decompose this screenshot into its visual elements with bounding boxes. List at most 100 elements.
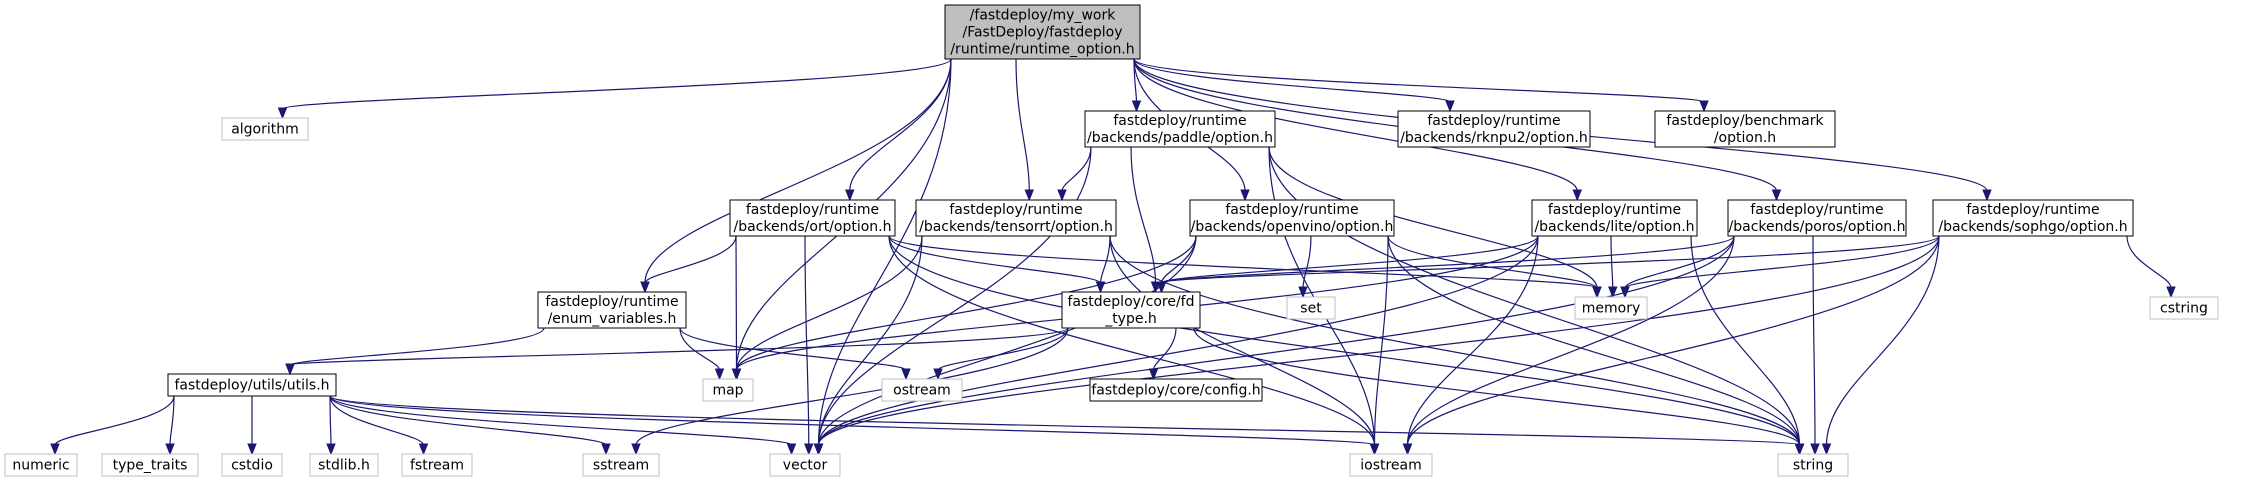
edge-arrowhead <box>1445 100 1455 113</box>
edge-arrowhead <box>50 443 60 456</box>
node-benchmark[interactable]: fastdeploy/benchmark/option.h <box>1654 110 1836 148</box>
node-label: /fastdeploy/my_work <box>970 8 1117 24</box>
node-poros[interactable]: fastdeploy/runtime/backends/poros/option… <box>1727 199 1907 237</box>
node-enum-vars[interactable]: fastdeploy/runtime/enum_variables.h <box>537 291 687 329</box>
edge-arrowhead <box>1024 189 1034 202</box>
node-box <box>4 453 78 477</box>
node-sstream: sstream <box>582 453 660 477</box>
node-box <box>401 453 473 477</box>
node-box <box>1349 453 1433 477</box>
node-root[interactable]: /fastdeploy/my_work/FastDeploy/fastdeplo… <box>944 4 1141 60</box>
node-box <box>1727 199 1907 237</box>
node-box <box>1089 378 1263 402</box>
node-box <box>582 453 660 477</box>
edge-lite-to-vector <box>817 235 1539 446</box>
node-box <box>101 453 199 477</box>
node-set: set <box>1286 296 1336 320</box>
node-label: fastdeploy/core/config.h <box>1091 383 1260 399</box>
node-label: /runtime/runtime_option.h <box>950 42 1134 58</box>
node-fd-type[interactable]: fastdeploy/core/fd_type.h <box>1061 291 1201 329</box>
edge-arrowhead <box>1131 100 1142 113</box>
node-label: fastdeploy/runtime <box>1548 202 1681 218</box>
edge-arrowhead <box>1402 443 1413 456</box>
node-openvino[interactable]: fastdeploy/runtime/backends/openvino/opt… <box>1189 199 1395 237</box>
edge-root-to-ort <box>849 58 952 192</box>
node-numeric: numeric <box>4 453 78 477</box>
edge-arrowhead <box>1057 189 1067 202</box>
edge-fd-type-to-config <box>1152 327 1177 371</box>
node-label: /FastDeploy/fastdeploy <box>962 25 1122 41</box>
edge-utils-to-stdlib <box>329 395 332 446</box>
node-box <box>1574 296 1648 320</box>
edge-enum-vars-to-ostream <box>679 327 907 371</box>
edge-arrowhead <box>1240 189 1250 202</box>
node-sophgo[interactable]: fastdeploy/runtime/backends/sophgo/optio… <box>1932 199 2134 237</box>
node-label: cstring <box>2160 301 2208 317</box>
edge-sophgo-to-memory <box>1624 235 1940 289</box>
node-lite[interactable]: fastdeploy/runtime/backends/lite/option.… <box>1531 199 1698 237</box>
node-label: memory <box>1582 301 1641 317</box>
edge-tensorrt-to-map <box>735 235 923 371</box>
node-cstdio: cstdio <box>221 453 283 477</box>
node-stdlib: stdlib.h <box>309 453 379 477</box>
edge-lite-to-string <box>1690 235 1801 446</box>
node-map: map <box>702 378 754 402</box>
node-algorithm: algorithm <box>221 117 309 141</box>
edge-arrowhead <box>285 363 295 376</box>
edge-root-to-tensorrt <box>1015 58 1030 192</box>
node-label: _type.h <box>1104 311 1157 327</box>
node-iostream: iostream <box>1349 453 1433 477</box>
edge-sophgo-to-iostream <box>1406 235 1940 446</box>
edge-ort-to-iostream <box>888 235 1376 446</box>
node-label: stdlib.h <box>318 458 370 474</box>
node-label: fastdeploy/runtime <box>1225 202 1358 218</box>
edge-openvino-to-set <box>1302 235 1312 289</box>
edge-arrowhead <box>1592 286 1602 299</box>
node-rknpu2[interactable]: fastdeploy/runtime/backends/rknpu2/optio… <box>1397 110 1591 148</box>
node-paddle[interactable]: fastdeploy/runtime/backends/paddle/optio… <box>1084 110 1276 148</box>
edge-root-to-enum-vars <box>644 58 952 284</box>
node-utils[interactable]: fastdeploy/utils/utils.h <box>167 373 337 397</box>
edge-tensorrt-to-fd-type <box>1099 235 1111 284</box>
node-ort[interactable]: fastdeploy/runtime/backends/ort/option.h <box>729 199 896 237</box>
edge-utils-to-vector <box>329 395 793 446</box>
node-box <box>1932 199 2134 237</box>
edge-tensorrt-to-string <box>1109 235 1801 446</box>
edge-arrowhead <box>813 443 824 456</box>
node-label: string <box>1793 458 1833 474</box>
node-tensorrt[interactable]: fastdeploy/runtime/backends/tensorrt/opt… <box>915 199 1117 237</box>
edge-arrowhead <box>1150 281 1161 294</box>
node-box <box>2149 296 2219 320</box>
edge-arrowhead <box>714 368 725 381</box>
edge-openvino-to-fd-type <box>1160 235 1197 284</box>
node-label: type_traits <box>113 458 188 474</box>
node-box <box>1189 199 1395 237</box>
node-label: /enum_variables.h <box>548 311 677 327</box>
edge-lite-to-memory <box>1610 235 1614 289</box>
edge-root-to-benchmark <box>1133 58 1705 103</box>
node-label: fastdeploy/runtime <box>746 202 879 218</box>
edge-arrowhead <box>1148 368 1159 381</box>
node-config[interactable]: fastdeploy/core/config.h <box>1089 378 1263 402</box>
edge-ort-to-fd-type <box>888 235 1102 284</box>
edge-enum-vars-to-utils <box>289 327 545 366</box>
node-label: numeric <box>12 458 69 474</box>
edge-arrowhead <box>631 443 641 456</box>
node-box <box>1286 296 1336 320</box>
edge-poros-to-memory <box>1624 235 1735 289</box>
edge-arrowhead <box>901 368 911 381</box>
edge-utils-to-numeric <box>54 395 175 446</box>
node-box <box>309 453 379 477</box>
edge-sophgo-to-fd-type <box>1160 235 1940 284</box>
node-cstring: cstring <box>2149 296 2219 320</box>
edge-ort-to-string <box>888 235 1801 446</box>
node-box <box>1777 453 1849 477</box>
edge-fd-type-to-string <box>1193 327 1801 446</box>
node-label: fastdeploy/runtime <box>1427 113 1560 129</box>
node-label: /backends/openvino/option.h <box>1191 219 1394 235</box>
edge-openvino-to-vector <box>817 235 1197 446</box>
edge-arrowhead <box>1156 281 1167 294</box>
edge-arrowhead <box>277 107 288 120</box>
edge-arrowhead <box>640 281 650 294</box>
edge-poros-to-fd-type <box>1160 235 1735 284</box>
